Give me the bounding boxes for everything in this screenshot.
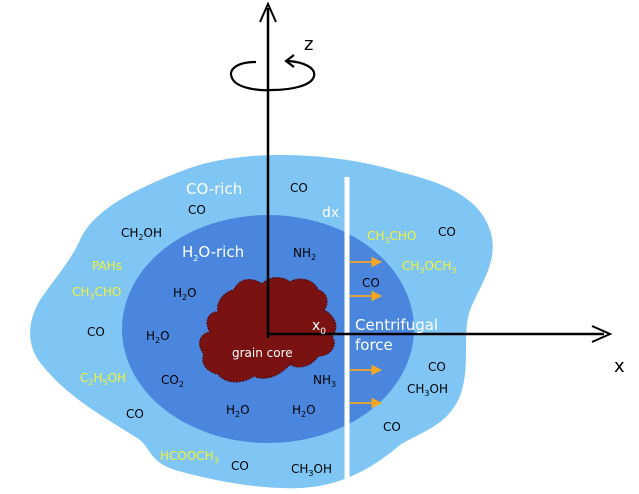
h2o-rich-label: H2O-rich — [182, 243, 244, 263]
molecule-co2: CO2 — [161, 373, 184, 389]
molecule-c2h5oh: C2H5OH — [80, 371, 126, 387]
molecule-co: CO — [87, 325, 105, 339]
molecule-h2o: H2O — [146, 329, 170, 345]
molecule-co: CO — [231, 459, 249, 473]
molecule-pahs: PAHs — [92, 259, 122, 273]
z-axis-arrowhead — [259, 1, 277, 23]
molecule-h2o: H2O — [226, 403, 250, 419]
centrifugal-force-label-line2: force — [355, 336, 393, 354]
molecule-ch3oh: CH3OH — [291, 462, 332, 478]
molecule-nh3: NH3 — [313, 373, 336, 389]
molecule-ch3cho: CH3CHO — [72, 285, 121, 301]
z-axis-label: z — [304, 34, 313, 55]
molecule-co: CO — [383, 420, 401, 434]
molecule-co: CO — [188, 203, 206, 217]
x-axis-arrowhead — [591, 325, 613, 343]
molecule-h2o: H2O — [173, 286, 197, 302]
dx-label: dx — [322, 205, 339, 221]
molecule-ch3cho: CH3CHO — [367, 229, 416, 245]
centrifugal-force-label-line1: Centrifugal — [355, 316, 438, 334]
molecule-ch2oh: CH2OH — [121, 226, 162, 242]
molecule-ch3och3: CH3OCH3 — [402, 259, 456, 275]
rotation-arrow-icon — [229, 54, 316, 92]
x0-label: x0 — [312, 318, 326, 337]
molecule-co: CO — [362, 276, 380, 290]
molecule-co: CO — [126, 407, 144, 421]
x-axis-label: x — [614, 356, 625, 377]
molecule-co: CO — [290, 181, 308, 195]
molecule-h2o: H2O — [292, 403, 316, 419]
molecule-nh2: NH2 — [293, 246, 316, 262]
molecule-hcooch3: HCOOCH3 — [160, 449, 219, 465]
molecule-ch3oh: CH3OH — [407, 382, 448, 398]
molecule-co: CO — [428, 360, 446, 374]
grain-core-label: grain core — [232, 346, 293, 360]
molecule-co: CO — [438, 225, 456, 239]
co-rich-label: CO-rich — [186, 180, 242, 198]
